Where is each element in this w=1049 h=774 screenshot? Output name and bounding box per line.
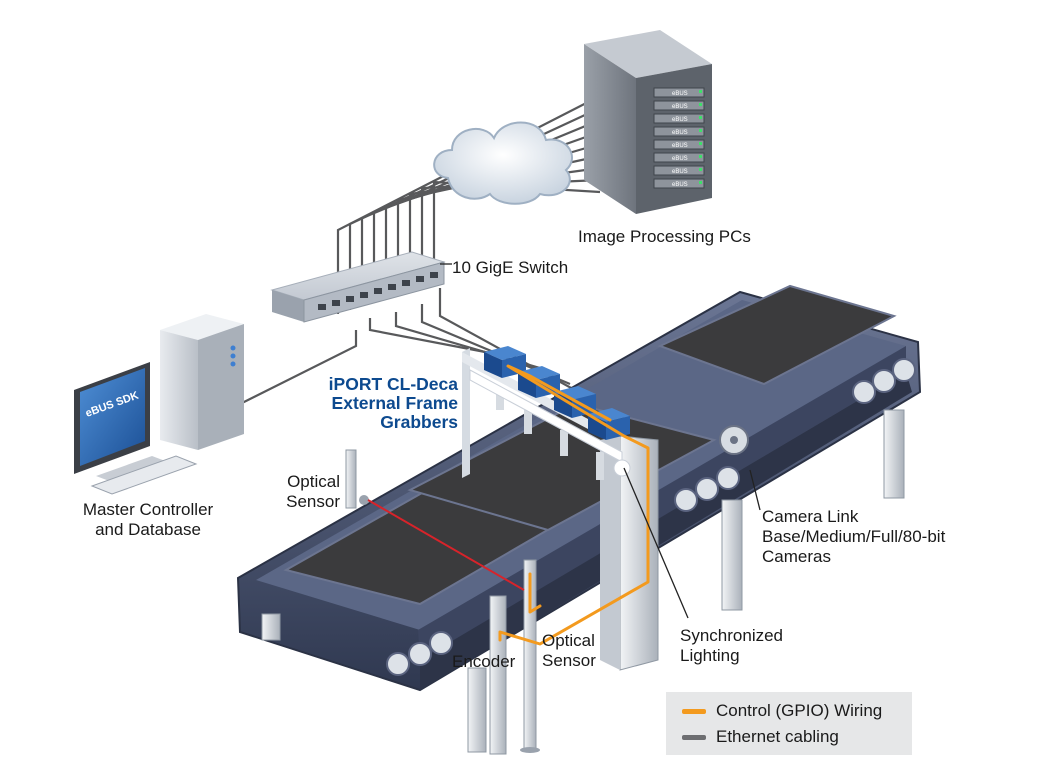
optical-sensor-post-left <box>345 449 369 509</box>
gige-switch-label: 10 GigE Switch <box>452 258 569 277</box>
master-controller-pc <box>74 314 244 495</box>
lighting-label-line: Lighting <box>680 646 740 665</box>
encoder-post <box>489 595 507 755</box>
legend: Control (GPIO) Wiring Ethernet cabling <box>666 692 912 755</box>
legend-label: Control (GPIO) Wiring <box>716 701 883 720</box>
cloud-icon <box>433 121 573 205</box>
iport-frame-grabbers-label: iPORT CL-Deca External Frame Grabbers <box>290 375 458 432</box>
legend-item-gpio: Control (GPIO) Wiring <box>682 700 882 722</box>
optical-sensor-label-line: Optical <box>287 472 340 491</box>
synchronized-lighting-label: Synchronized Lighting <box>680 626 783 666</box>
gpio-wiring <box>498 364 650 646</box>
camera-link-label-line: Base/Medium/Full/80-bit <box>762 527 946 546</box>
legend-item-ethernet: Ethernet cabling <box>682 726 839 748</box>
master-controller-label: Master Controller and Database <box>62 500 234 540</box>
rack-unit-label: eBUS <box>672 182 688 188</box>
optical-sensor-label-line: Sensor <box>286 492 340 511</box>
master-label-line: and Database <box>95 520 201 539</box>
rack-unit-label: eBUS <box>672 156 688 162</box>
conveyor-tray <box>407 402 717 532</box>
camera-unit <box>588 408 630 480</box>
lighting-label-line: Synchronized <box>680 626 784 645</box>
gpio-wire-swatch-icon <box>682 708 706 714</box>
encoder-wheel-icon <box>719 425 749 455</box>
network-switch <box>270 251 446 323</box>
rack-unit-label: eBUS <box>672 143 688 149</box>
optical-sensor-beam <box>367 499 525 591</box>
image-processing-pcs-label: Image Processing PCs <box>578 227 751 246</box>
camera-link-label-line: Camera Link <box>762 507 859 526</box>
optical-sensor-post-bottom <box>520 559 540 753</box>
rack-unit-label: eBUS <box>672 91 688 97</box>
optical-sensor-label-line: Sensor <box>542 651 596 670</box>
camera-link-label: Camera Link Base/Medium/Full/80-bit Came… <box>762 507 945 567</box>
iport-label-line: Grabbers <box>380 412 458 432</box>
legend-label: Ethernet cabling <box>716 727 839 746</box>
rack-unit-label: eBUS <box>672 104 688 110</box>
rack-unit-label: eBUS <box>672 117 688 123</box>
rack-unit-label: eBUS <box>672 169 688 175</box>
optical-sensor-left-label: Optical Sensor <box>262 472 340 512</box>
server-rack: eBUS eBUS eBUS eBUS eBUS eBUS eBUS eBUS <box>584 30 712 214</box>
conveyor-tray <box>657 284 897 386</box>
camera-link-label-line: Cameras <box>762 547 831 566</box>
optical-sensor-bottom-label: Optical Sensor <box>542 631 596 671</box>
ethernet-cable-master <box>239 330 358 405</box>
callout-lines <box>440 263 761 619</box>
optical-sensor-label-line: Optical <box>542 631 595 650</box>
encoder-label: Encoder <box>452 652 516 671</box>
rack-unit-label: eBUS <box>672 130 688 136</box>
master-label-line: Master Controller <box>82 500 214 519</box>
iport-label-line: External Frame <box>331 393 458 413</box>
iport-label-line: iPORT CL-Deca <box>328 374 458 394</box>
conveyor-belt <box>236 284 922 753</box>
ethernet-cable-swatch-icon <box>682 734 706 740</box>
